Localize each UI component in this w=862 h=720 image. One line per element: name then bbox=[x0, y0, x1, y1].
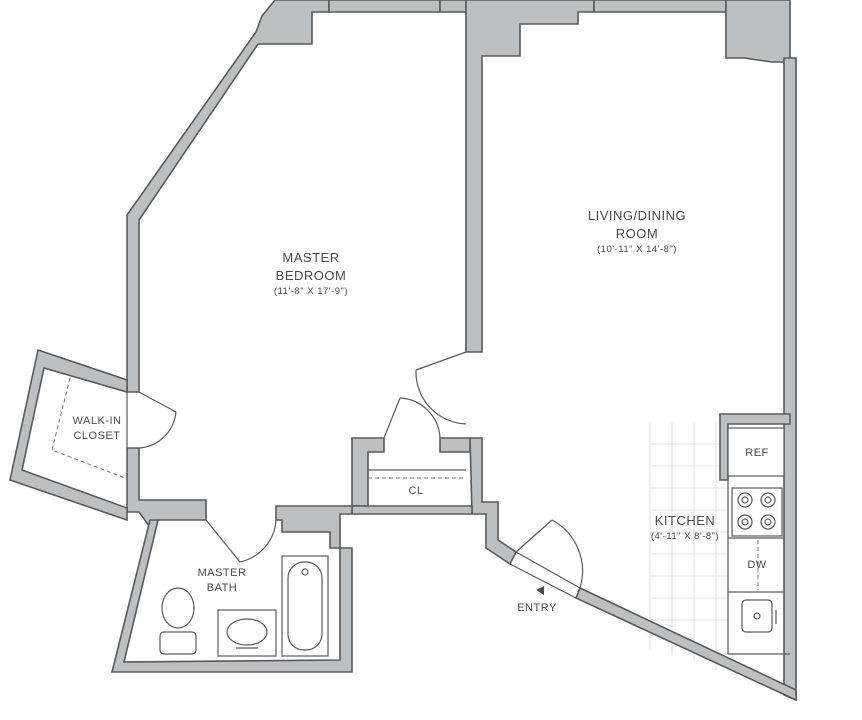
ref-label: REF bbox=[745, 447, 769, 459]
bath-label-line2: BATH bbox=[207, 582, 238, 594]
range-stove bbox=[731, 487, 783, 537]
walls bbox=[9, 0, 797, 702]
entry-arrow-icon bbox=[536, 586, 544, 595]
kitchen-counter bbox=[727, 480, 790, 655]
bedroom-label-line1: MASTER bbox=[282, 250, 339, 265]
doors bbox=[138, 351, 584, 599]
kitchen-floor-tiles bbox=[649, 422, 728, 670]
closet-cl-label: CL bbox=[408, 485, 423, 497]
bath-label-line1: MASTER bbox=[198, 567, 247, 579]
bedroom-dimensions: (11'-8" X 17'-9") bbox=[274, 286, 348, 297]
living-room-label-line2: ROOM bbox=[616, 226, 658, 241]
toilet bbox=[159, 587, 197, 655]
kitchen-sink bbox=[741, 599, 777, 633]
living-room-dimensions: (10'-11" X 14'-8") bbox=[597, 244, 677, 255]
kitchen-dimensions: (4'-11" X 8'-8") bbox=[651, 531, 719, 542]
walk-in-closet-label-line2: CLOSET bbox=[73, 430, 120, 442]
bath-vanity bbox=[217, 609, 277, 657]
bathtub bbox=[281, 555, 329, 657]
kitchen-label: KITCHEN bbox=[655, 513, 716, 528]
dishwasher-label: DW bbox=[747, 559, 766, 571]
bedroom-label-line2: BEDROOM bbox=[276, 268, 347, 283]
walk-in-closet-label-line1: WALK-IN bbox=[73, 415, 122, 427]
refrigerator bbox=[727, 427, 785, 477]
entry-label: ENTRY bbox=[517, 602, 557, 614]
living-room-label-line1: LIVING/DINING bbox=[588, 208, 686, 223]
